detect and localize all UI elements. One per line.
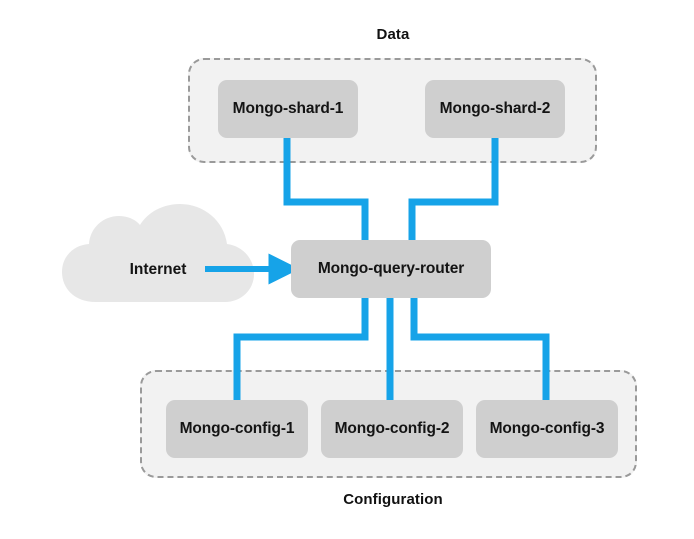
data-group-label: Data: [376, 26, 410, 43]
node-mongo-shard-2[interactable]: Mongo-shard-2: [425, 80, 565, 138]
node-mongo-config-2[interactable]: Mongo-config-2: [321, 400, 463, 458]
node-mongo-query-router[interactable]: Mongo-query-router: [291, 240, 491, 298]
node-mongo-shard-1[interactable]: Mongo-shard-1: [218, 80, 358, 138]
internet-cloud-label: Internet: [129, 261, 187, 278]
connector-shard1-to-router: [283, 138, 369, 240]
node-mongo-config-3[interactable]: Mongo-config-3: [476, 400, 618, 458]
configuration-group-label: Configuration: [343, 491, 443, 508]
internet-cloud-shape: [62, 204, 254, 302]
connector-shard2-to-router: [408, 138, 499, 240]
connector-router-to-config1: [233, 298, 369, 400]
node-mongo-config-1[interactable]: Mongo-config-1: [166, 400, 308, 458]
connector-router-to-config3: [410, 298, 550, 400]
